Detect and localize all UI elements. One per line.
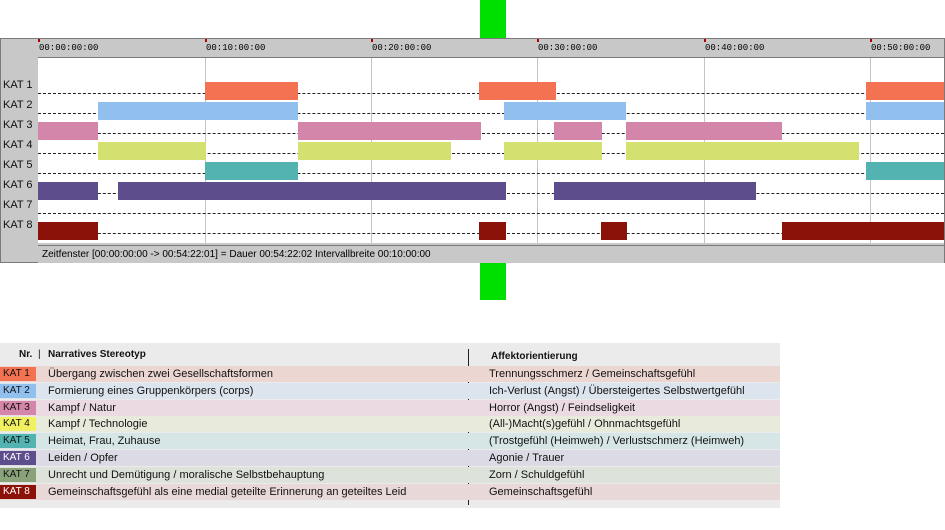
- timeline-plot[interactable]: [38, 58, 944, 243]
- segment-bar[interactable]: [504, 142, 602, 160]
- affekt-text: Horror (Angst) / Feindseligkeit: [489, 401, 636, 414]
- stereotyp-text: Heimat, Frau, Zuhause: [48, 435, 161, 448]
- vertical-gridline: [870, 58, 871, 243]
- row-label: KAT 3: [3, 119, 33, 131]
- segment-bar[interactable]: [866, 102, 944, 120]
- row-label: KAT 7: [3, 199, 33, 211]
- affekt-text: Ich-Verlust (Angst) / Übersteigertes Sel…: [489, 384, 745, 397]
- stereotyp-text: Formierung eines Gruppenkörpers (corps): [48, 384, 254, 397]
- segment-bar[interactable]: [205, 162, 298, 180]
- ruler-tick-label: 00:00:00:00: [39, 43, 99, 53]
- row-baseline: [38, 133, 944, 134]
- legend-table: Nr. | Narratives Stereotyp Affektorienti…: [0, 343, 780, 508]
- legend-header-sep: |: [38, 349, 41, 360]
- ruler-tick-mark: [537, 39, 539, 42]
- segment-bar[interactable]: [98, 102, 298, 120]
- affekt-text: Trennungsschmerz / Gemeinschaftsgefühl: [489, 368, 696, 380]
- legend-row: KAT 5 Heimat, Frau, Zuhause (Trostgefühl (…: [0, 433, 780, 450]
- ruler-tick-mark: [704, 39, 706, 42]
- row-baseline: [38, 213, 944, 214]
- segment-bar[interactable]: [601, 222, 627, 240]
- ruler-tick-label: 00:20:00:00: [372, 43, 432, 53]
- ruler-tick-mark: [205, 39, 207, 42]
- segment-bar[interactable]: [504, 102, 626, 120]
- stereotyp-text: Kampf / Natur: [48, 401, 116, 414]
- segment-bar[interactable]: [554, 182, 756, 200]
- category-code-badge: KAT 4: [0, 417, 36, 432]
- legend-row: KAT 7 Unrecht und Demütigung / moralische…: [0, 466, 780, 483]
- legend-row: KAT 1 Übergang zwischen zwei Gesellschaft…: [0, 366, 780, 382]
- legend-row: KAT 2 Formierung eines Gruppenkörpers (co…: [0, 382, 780, 399]
- status-bar: Zeitfenster [00:00:00:00 -> 00:54:22:01]…: [38, 245, 944, 263]
- row-label: KAT 4: [3, 139, 33, 151]
- ruler-tick-label: 00:10:00:00: [206, 43, 266, 53]
- playhead-marker-bottom: [480, 263, 506, 300]
- stereotyp-text: Unrecht und Demütigung / moralische Selb…: [48, 468, 325, 481]
- segment-bar[interactable]: [205, 82, 298, 100]
- affekt-text: Gemeinschaftsgefühl: [489, 485, 593, 498]
- segment-bar[interactable]: [866, 162, 944, 180]
- segment-bar[interactable]: [479, 82, 556, 100]
- affekt-text: (All-)Macht(s)gefühl / Ohnmachtsgefühl: [489, 418, 681, 431]
- legend-row: KAT 8 Gemeinschaftsgefühl als eine medial…: [0, 483, 780, 500]
- legend-row: KAT 3 Kampf / Natur Horror (Angst) / Feind…: [0, 399, 780, 416]
- stereotyp-text: Kampf / Technologie: [48, 418, 148, 431]
- legend-row: KAT 6 Leiden / Opfer Agonie / Trauer: [0, 450, 780, 466]
- category-code-badge: KAT 2: [0, 383, 36, 398]
- affekt-text: Zorn / Schuldgefühl: [489, 468, 585, 481]
- affekt-text: Agonie / Trauer: [489, 452, 565, 464]
- segment-bar[interactable]: [626, 122, 782, 140]
- time-ruler[interactable]: 00:00:00:00 00:10:00:00 00:20:00:00 00:30:0…: [38, 39, 944, 58]
- legend-row: KAT 4 Kampf / Technologie (All-)Macht(s)ge…: [0, 416, 780, 433]
- row-baseline: [38, 113, 944, 114]
- ruler-tick-label: 00:40:00:00: [705, 43, 765, 53]
- playhead-marker-top: [480, 0, 506, 38]
- category-code-badge: KAT 7: [0, 467, 36, 482]
- row-label: KAT 5: [3, 159, 33, 171]
- segment-bar[interactable]: [38, 122, 98, 140]
- row-label: KAT 2: [3, 99, 33, 111]
- segment-bar[interactable]: [782, 222, 944, 240]
- segment-bar[interactable]: [38, 222, 98, 240]
- segment-bar[interactable]: [118, 182, 506, 200]
- ruler-tick-label: 00:30:00:00: [538, 43, 598, 53]
- row-label: KAT 6: [3, 179, 33, 191]
- segment-bar[interactable]: [298, 142, 451, 160]
- affekt-text: (Trostgefühl (Heimweh) / Verlustschmerz …: [489, 435, 745, 448]
- category-code-badge: KAT 1: [0, 367, 36, 381]
- segment-bar[interactable]: [479, 222, 506, 240]
- segment-bar[interactable]: [298, 122, 481, 140]
- row-baseline: [38, 153, 944, 154]
- legend-header-stereotyp: Narratives Stereotyp: [48, 349, 146, 360]
- stereotyp-text: Gemeinschaftsgefühl als eine medial gete…: [48, 485, 407, 498]
- category-code-badge: KAT 5: [0, 434, 36, 449]
- legend-header-nr: Nr.: [19, 349, 33, 360]
- ruler-tick-mark: [38, 39, 40, 42]
- legend-header-affekt: Affektorientierung: [491, 351, 578, 362]
- stereotyp-text: Leiden / Opfer: [48, 452, 118, 464]
- segment-bar[interactable]: [626, 142, 859, 160]
- timeline-panel: 00:00:00:00 00:10:00:00 00:20:00:00 00:30:0…: [0, 38, 945, 263]
- row-label: KAT 8: [3, 219, 33, 231]
- stereotyp-text: Übergang zwischen zwei Gesellschaftsform…: [48, 368, 273, 380]
- time-window-text: Zeitfenster [00:00:00:00 -> 00:54:22:01]…: [42, 249, 431, 260]
- category-code-badge: KAT 6: [0, 451, 36, 465]
- segment-bar[interactable]: [38, 182, 98, 200]
- ruler-tick-mark: [371, 39, 373, 42]
- row-label: KAT 1: [3, 79, 33, 91]
- ruler-tick-label: 00:50:00:00: [871, 43, 931, 53]
- ruler-tick-mark: [870, 39, 872, 42]
- category-code-badge: KAT 3: [0, 400, 36, 415]
- category-code-badge: KAT 8: [0, 484, 36, 499]
- segment-bar[interactable]: [554, 122, 602, 140]
- row-baseline: [38, 173, 944, 174]
- segment-bar[interactable]: [866, 82, 944, 100]
- segment-bar[interactable]: [98, 142, 206, 160]
